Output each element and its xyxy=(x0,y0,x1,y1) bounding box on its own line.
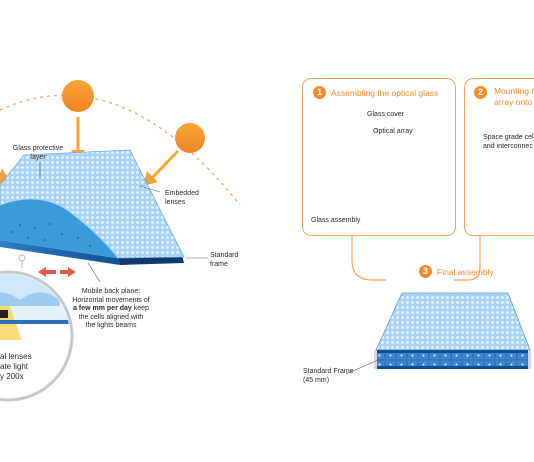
mobile-line2: Horizontal movements of xyxy=(72,296,150,304)
lenses-label-text: Embedded lenses xyxy=(165,190,199,206)
frame-label: Standard frame xyxy=(210,252,250,269)
optical-array-label: Optical array xyxy=(373,128,413,135)
step-1-box xyxy=(302,78,456,236)
panel-front-side xyxy=(0,239,120,265)
step-connectors xyxy=(351,236,481,281)
frame-label-1: Standard Frame xyxy=(303,368,354,375)
step-2-box xyxy=(464,78,534,236)
sun-path-arc xyxy=(0,94,241,206)
step-2-badge: 2 xyxy=(474,86,487,99)
mobile-line3: a few mm per day keep xyxy=(60,305,162,314)
frame-label-text: Standard frame xyxy=(210,252,239,268)
movement-arrows-icon xyxy=(38,267,76,277)
mobile-title: Mobile back plane: xyxy=(81,288,141,295)
standard-frame-45-label: Standard Frame (45 mm) xyxy=(303,368,354,385)
mobile-back-plane-label: Mobile back plane: Horizontal movements … xyxy=(60,288,162,331)
mobile-line5: the lights beams xyxy=(85,322,137,329)
space-grade-cells-label: Space grade cel and interconnec xyxy=(483,134,534,151)
step-2-title-line2: array onto xyxy=(494,97,533,107)
cells-line2: and interconnec xyxy=(483,142,533,150)
final-assembly-art xyxy=(374,292,531,369)
mobile-bold-text: a few mm per day xyxy=(73,305,132,312)
step-1-badge: 1 xyxy=(313,86,326,99)
lens-zoom-text: al lenses ate light y 200x xyxy=(0,352,60,382)
lens-text-1: al lenses xyxy=(0,352,32,361)
lens-zoom-circle xyxy=(0,270,74,402)
glass-layer-label-text: Glass protective layer xyxy=(12,145,64,161)
mobile-line3-tail: keep xyxy=(131,305,149,312)
step-1-title: Assembling the optical glass xyxy=(331,88,439,98)
mobile-line4: the cells aligned with xyxy=(78,313,144,321)
lens-text-2: ate light xyxy=(0,362,29,371)
step-2-title: Mounting t array onto xyxy=(494,86,534,108)
step-3-title: Final assembly xyxy=(437,267,494,277)
sun-icon-top xyxy=(62,80,94,112)
lens-text-3: y 200x xyxy=(0,372,24,381)
sun-icon-right xyxy=(175,123,205,153)
glass-cover-label: Glass cover xyxy=(367,111,404,118)
glass-assembly-label: Glass assembly xyxy=(311,217,361,224)
lenses-label: Embedded lenses xyxy=(165,190,205,207)
step-2-title-line1: Mounting t xyxy=(494,86,534,96)
step-3-badge: 3 xyxy=(419,265,432,278)
glass-layer-label: Glass protective layer xyxy=(6,145,70,162)
mobile-back-plane xyxy=(0,198,118,258)
frame-label-2: (45 mm) xyxy=(303,376,330,384)
cells-line1: Space grade cel xyxy=(483,134,534,141)
